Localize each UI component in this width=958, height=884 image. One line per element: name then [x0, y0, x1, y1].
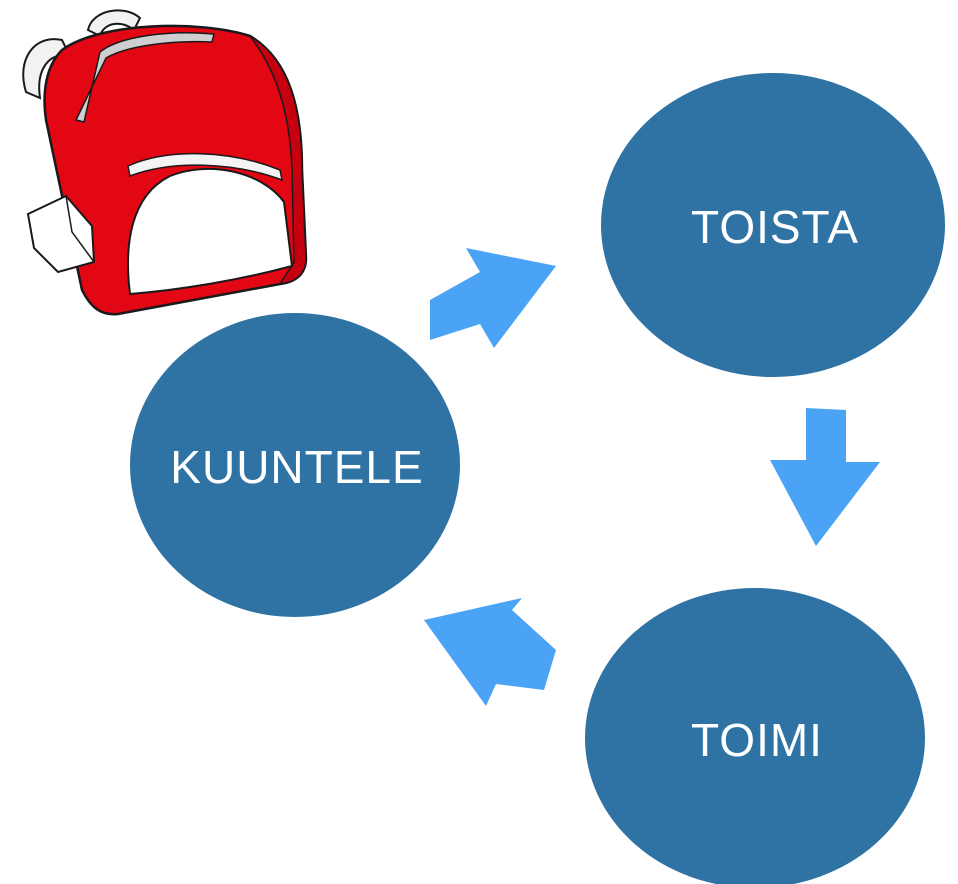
- node-listen: KUUNTELE: [130, 313, 460, 617]
- node-listen-label: KUUNTELE: [170, 441, 423, 493]
- node-repeat-label: TOISTA: [691, 201, 859, 253]
- backpack-icon: [22, 9, 308, 316]
- node-act: TOIMI: [585, 588, 925, 884]
- node-repeat-circle: [601, 73, 945, 377]
- arrow-up-left-icon: [424, 598, 556, 706]
- node-act-circle: [585, 588, 925, 884]
- arrow-down-icon: [770, 408, 880, 546]
- node-listen-circle: [130, 313, 460, 617]
- node-repeat: TOISTA: [601, 73, 945, 377]
- node-act-label: TOIMI: [691, 714, 823, 766]
- arrow-up-right-icon: [430, 248, 556, 348]
